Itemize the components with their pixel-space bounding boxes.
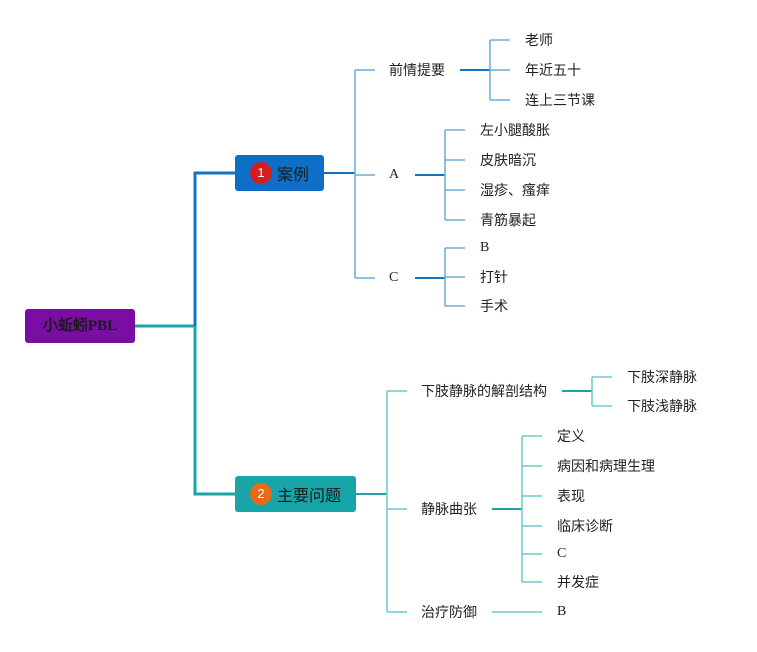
leaf-varicose-4[interactable]: 临床诊断 [557, 518, 613, 534]
leaf-symptom-4[interactable]: 青筋暴起 [480, 212, 536, 228]
node-treatment[interactable]: 治疗防御 [421, 604, 477, 620]
leaf-varicose-3[interactable]: 表现 [557, 488, 585, 504]
number-badge-2: 2 [250, 483, 272, 505]
branch-case[interactable]: 1 案例 [235, 155, 324, 191]
leaf-symptom-1[interactable]: 左小腿酸胀 [480, 122, 550, 138]
leaf-varicose-1[interactable]: 定义 [557, 428, 585, 444]
branch-case-label: 案例 [277, 167, 310, 184]
leaf-c-1[interactable]: B [480, 240, 490, 255]
leaf-varicose-2[interactable]: 病因和病理生理 [557, 458, 655, 474]
node-a[interactable]: A [389, 167, 400, 182]
branch-main-issues[interactable]: 2 主要问题 [235, 476, 356, 512]
leaf-deep-vein[interactable]: 下肢深静脉 [627, 369, 697, 385]
node-varicose[interactable]: 静脉曲张 [421, 501, 477, 517]
node-background[interactable]: 前情提要 [389, 62, 445, 78]
leaf-c-2[interactable]: 打针 [480, 269, 508, 285]
leaf-varicose-6[interactable]: 并发症 [557, 574, 599, 590]
root-node[interactable] [25, 309, 135, 343]
root-node-label: 小蚯蚓PBL [42, 318, 118, 334]
leaf-treatment-1[interactable]: B [557, 604, 567, 619]
branch-main-issues-label: 主要问题 [277, 488, 342, 505]
leaf-symptom-3[interactable]: 湿疹、瘙痒 [480, 182, 550, 198]
leaf-age[interactable]: 年近五十 [525, 62, 581, 78]
leaf-c-3[interactable]: 手术 [480, 298, 508, 314]
leaf-superficial-vein[interactable]: 下肢浅静脉 [627, 398, 697, 414]
node-anatomy[interactable]: 下肢静脉的解剖结构 [421, 383, 547, 399]
node-c[interactable]: C [389, 270, 399, 285]
leaf-teacher[interactable]: 老师 [525, 32, 553, 48]
number-badge-1: 1 [250, 162, 272, 184]
leaf-classes[interactable]: 连上三节课 [525, 92, 595, 108]
leaf-symptom-2[interactable]: 皮肤暗沉 [480, 152, 536, 168]
leaf-varicose-5[interactable]: C [557, 546, 567, 561]
